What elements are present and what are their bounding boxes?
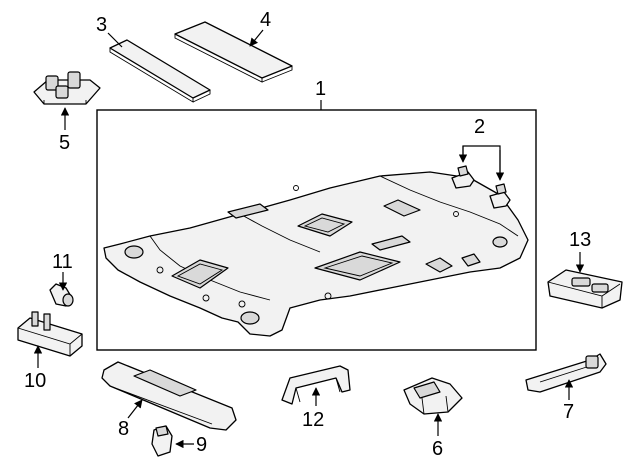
callout-4: 4 xyxy=(260,9,271,31)
callout-6: 6 xyxy=(432,438,443,460)
part-5-bracket[interactable] xyxy=(33,71,101,105)
part-12-assist-grip[interactable] xyxy=(281,365,351,405)
callout-1: 1 xyxy=(315,78,326,100)
part-10-lamp[interactable] xyxy=(17,311,83,357)
part-6-bracket[interactable] xyxy=(403,377,463,415)
part-11-bulb[interactable] xyxy=(49,283,74,307)
callout-13: 13 xyxy=(569,229,591,251)
callout-12: 12 xyxy=(302,409,324,431)
callout-10: 10 xyxy=(24,370,46,392)
part-1-headliner[interactable] xyxy=(103,171,529,337)
part-2-clip-b[interactable] xyxy=(489,183,511,209)
leader-4 xyxy=(249,29,264,47)
callout-8: 8 xyxy=(118,418,129,440)
part-3-pad[interactable] xyxy=(109,39,211,103)
callout-3: 3 xyxy=(96,14,107,36)
callout-5: 5 xyxy=(59,132,70,154)
part-4-pad[interactable] xyxy=(174,21,293,83)
callout-9: 9 xyxy=(196,434,207,456)
part-9-holder[interactable] xyxy=(151,425,173,457)
part-8-sun-visor[interactable] xyxy=(101,361,237,431)
part-2-clip-a[interactable] xyxy=(451,165,475,189)
part-7-trim[interactable] xyxy=(525,353,607,393)
callout-7: 7 xyxy=(563,401,574,423)
leader-3 xyxy=(107,32,123,48)
callout-11: 11 xyxy=(52,251,73,273)
part-13-dome-lamp[interactable] xyxy=(547,269,623,309)
leader-8 xyxy=(127,399,143,419)
callout-2: 2 xyxy=(474,116,485,138)
